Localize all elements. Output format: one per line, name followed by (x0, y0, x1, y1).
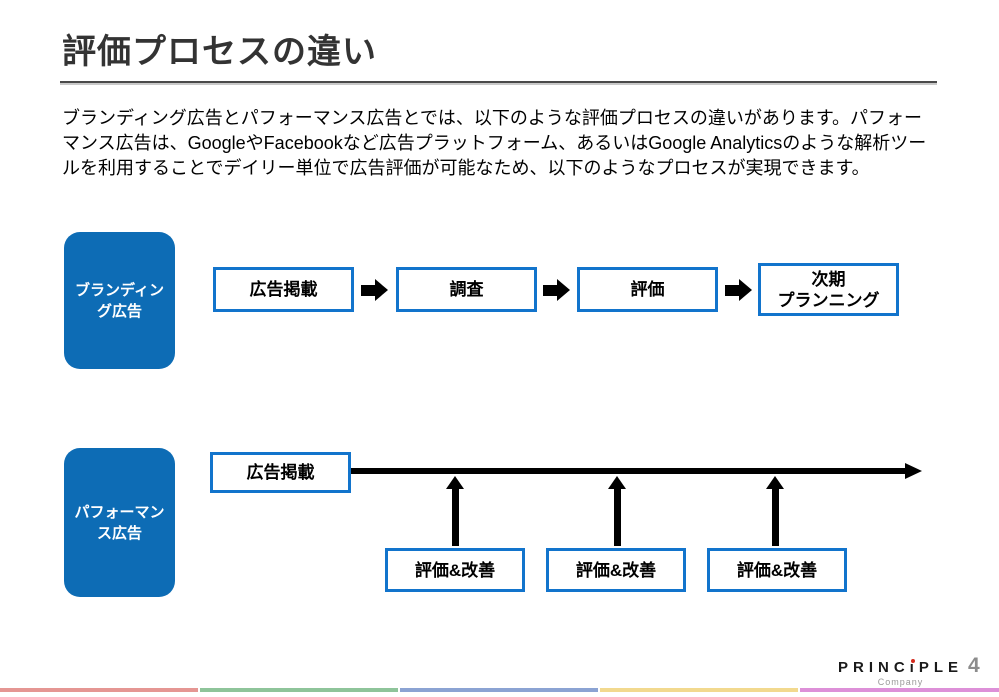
arrow-up-head (608, 476, 626, 489)
performance-step-evaluate-improve-2: 評価&改善 (546, 548, 686, 592)
logo-part2: PLE (918, 659, 964, 676)
branding-step-evaluation: 評価 (577, 267, 718, 312)
performance-step-evaluate-improve-3: 評価&改善 (707, 548, 847, 592)
principle-logo: PRINCıPLE (833, 659, 968, 676)
arrow-head (739, 279, 752, 301)
performance-ads-label: パフォーマンス広告 (64, 448, 175, 597)
arrow-right-icon (543, 279, 570, 301)
arrow-bar (543, 284, 557, 296)
branding-step-survey: 調査 (396, 267, 537, 312)
arrow-up-head (766, 476, 784, 489)
performance-step-evaluate-improve-1: 評価&改善 (385, 548, 525, 592)
arrow-bar (361, 284, 375, 296)
footer-stripe-red (0, 688, 198, 692)
arrow-head (375, 279, 388, 301)
footer-stripe-green (200, 688, 398, 692)
logo-company-text: Company (877, 677, 924, 687)
branding-ads-label-text: ブランディング広告 (75, 281, 164, 320)
branding-ads-label: ブランディング広告 (64, 232, 175, 369)
timeline-arrow-head-icon (905, 463, 922, 479)
page-title: 評価プロセスの違い (62, 33, 377, 71)
performance-ads-label-text: パフォーマンス広告 (74, 503, 165, 542)
arrow-head (557, 279, 570, 301)
branding-step-next-planning: 次期 プランニング (758, 263, 899, 316)
arrow-up-icon (614, 488, 621, 546)
footer-stripe-yellow (600, 688, 798, 692)
arrow-bar (725, 284, 739, 296)
intro-paragraph: ブランディング広告とパフォーマンス広告とでは、以下のような評価プロセスの違いがあ… (62, 108, 927, 178)
title-divider (60, 81, 937, 83)
branding-step-ad-placement: 広告掲載 (213, 267, 354, 312)
arrow-right-icon (361, 279, 388, 301)
footer-stripe-blue (400, 688, 598, 692)
page-number: 4 (968, 654, 980, 677)
arrow-up-icon (452, 488, 459, 546)
timeline-arrow-line (351, 468, 907, 474)
logo-letter-i: ı (909, 659, 919, 676)
performance-step-ad-placement: 広告掲載 (210, 452, 351, 493)
arrow-right-icon (725, 279, 752, 301)
arrow-up-head (446, 476, 464, 489)
logo-part1: PRINC (837, 659, 910, 676)
arrow-up-icon (772, 488, 779, 546)
footer-stripe-pink (800, 688, 999, 692)
